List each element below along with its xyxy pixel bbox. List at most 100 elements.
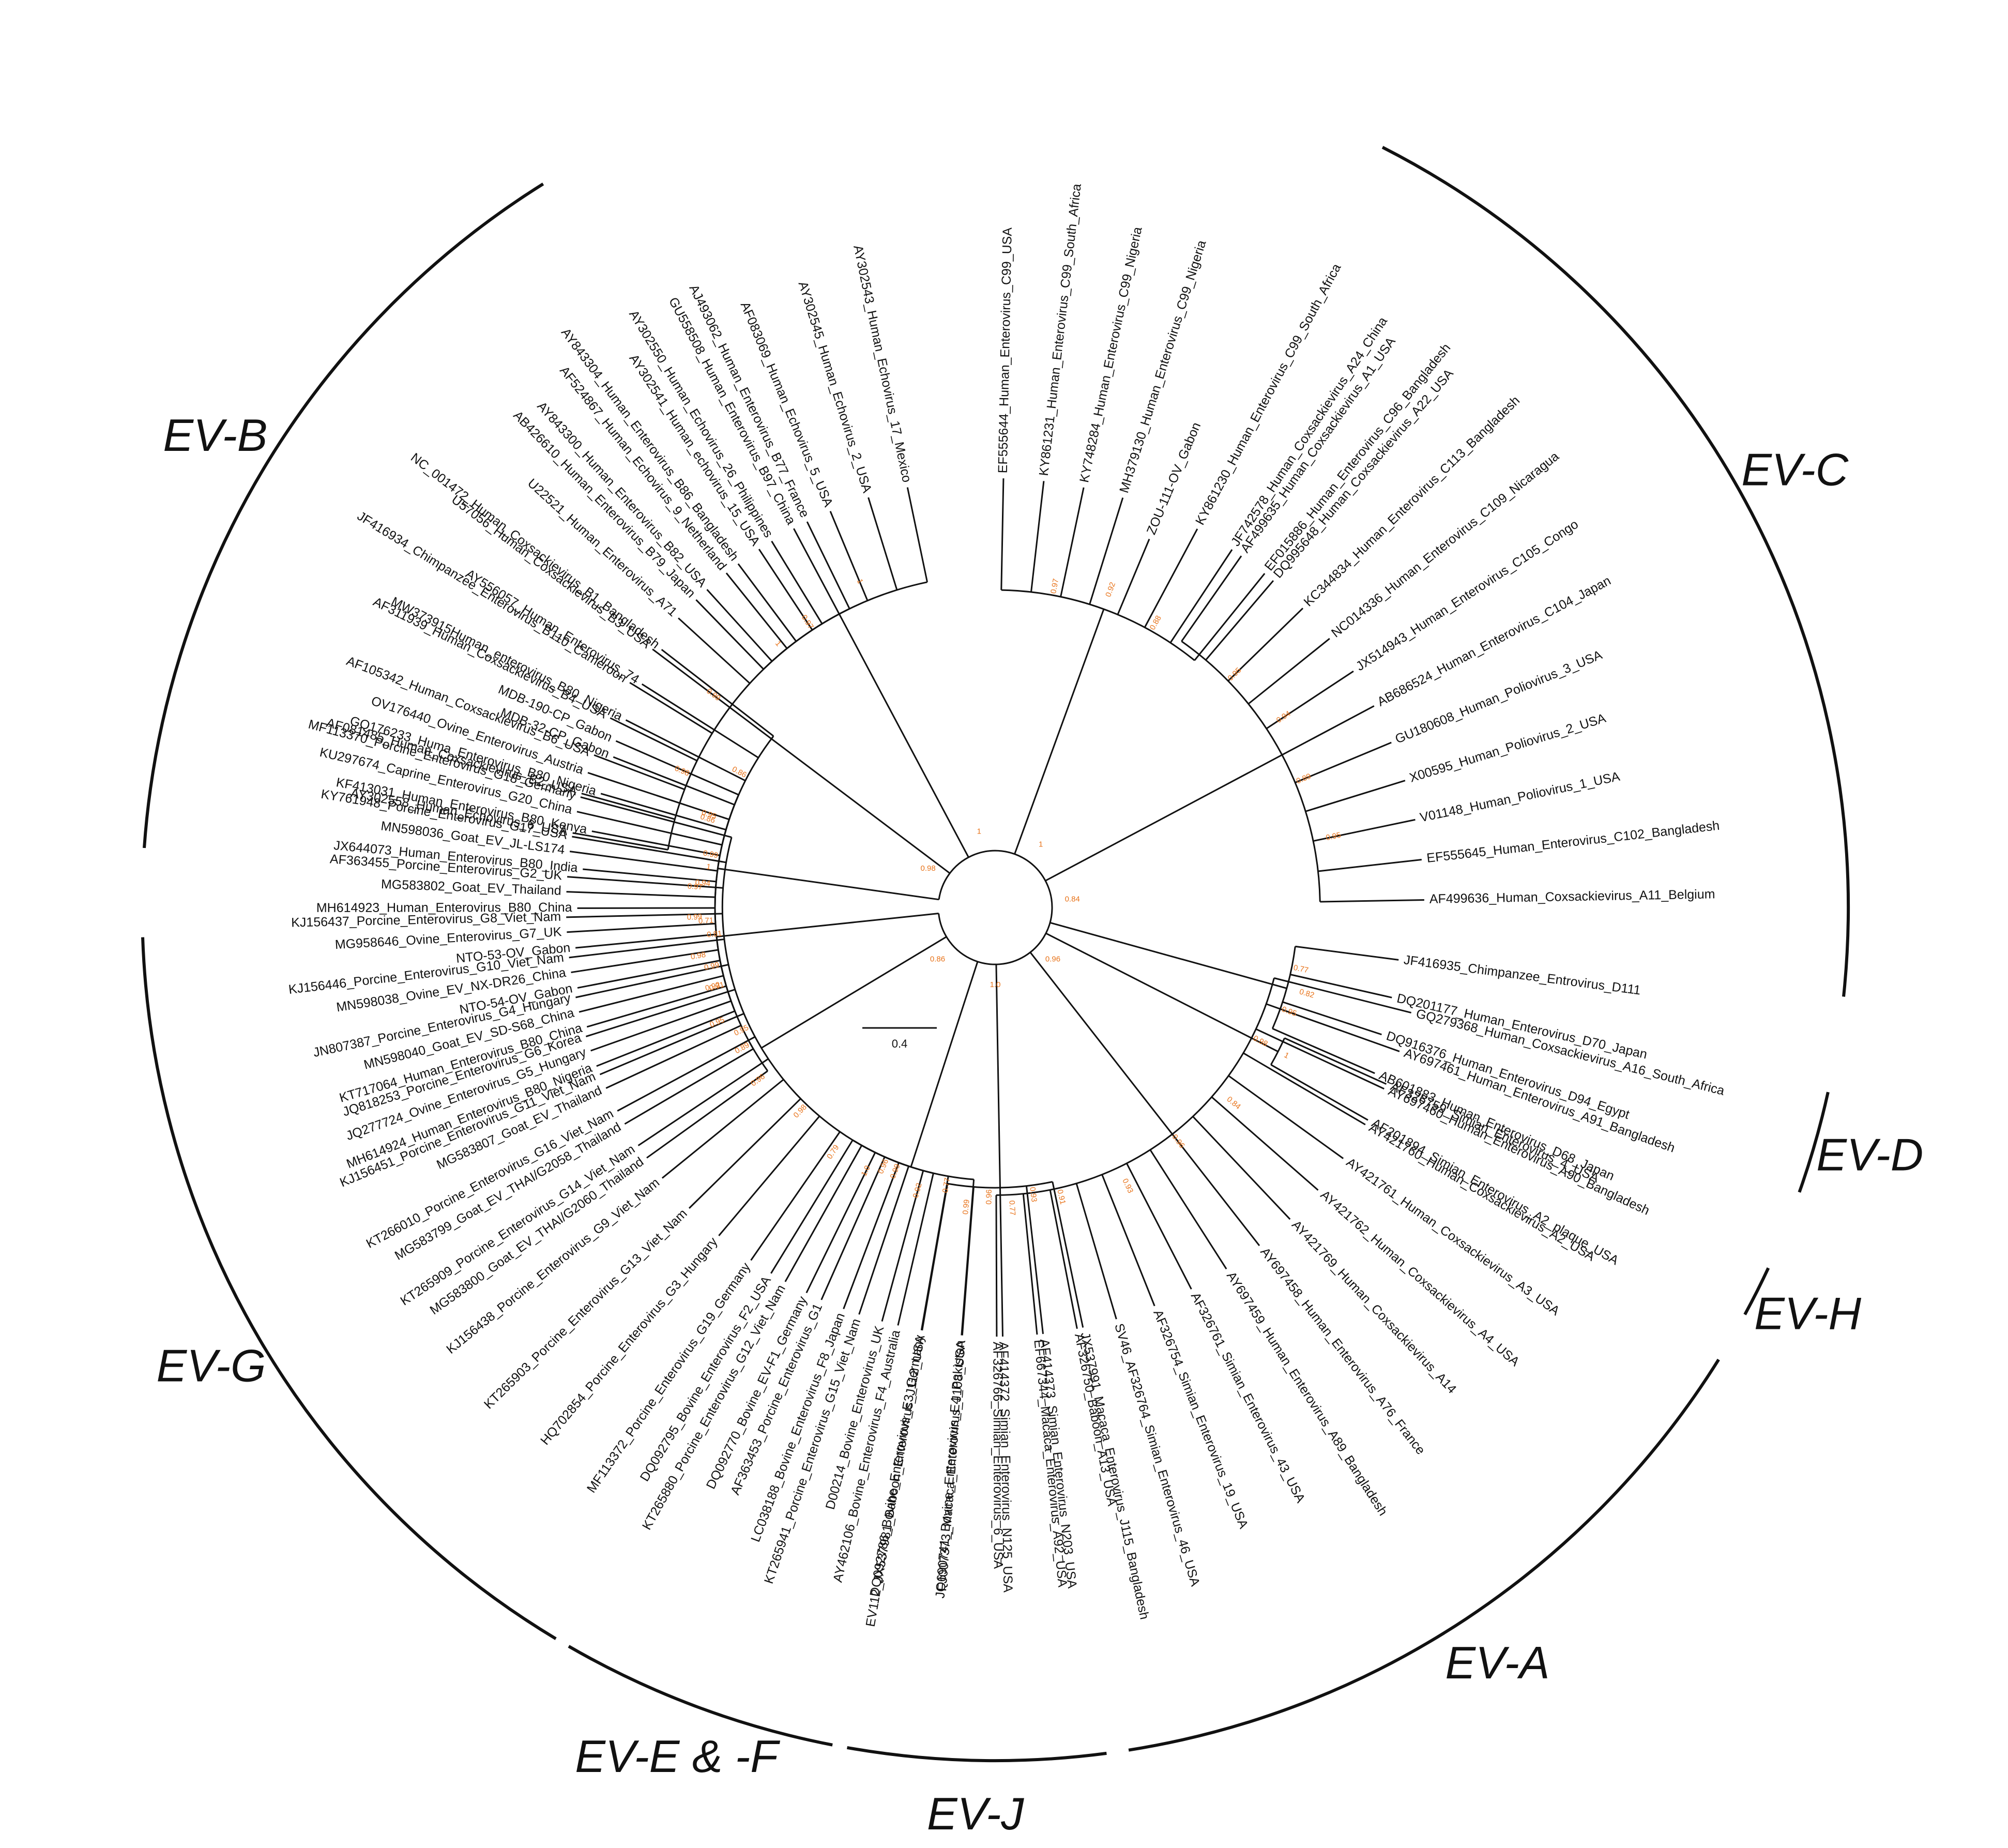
tip-branch [624, 1048, 754, 1125]
tip-branch [572, 832, 668, 851]
tip-branch [610, 717, 697, 762]
tip-branch [1000, 478, 1005, 590]
tip-branch [1266, 1003, 1400, 1052]
tip-branch [586, 985, 727, 1028]
support-value: 0.77 [1292, 963, 1309, 975]
support-value: 0.92 [911, 1182, 924, 1199]
tip-branch [920, 1176, 949, 1330]
support-value: 1 [773, 639, 783, 648]
tip-branch [725, 572, 788, 649]
support-value: 0.96 [876, 1158, 890, 1175]
tip-branch [594, 754, 685, 791]
tip-branch [1274, 977, 1412, 1014]
group-stem [760, 936, 947, 1049]
clade-bracket-evd [1798, 1092, 1830, 1193]
support-value: 0.92 [1104, 581, 1117, 598]
tip-branch [641, 683, 759, 759]
tip-branch [784, 1145, 863, 1282]
support-value: 0.89 [1295, 772, 1312, 786]
tip-branch [583, 868, 717, 883]
tip-branch [1270, 1064, 1368, 1121]
group-node-arc [1271, 946, 1296, 1029]
support-value: 0.98 [690, 950, 707, 961]
clade-bracket-evj [846, 1746, 1107, 1762]
tip-branch [646, 1070, 768, 1159]
tip-branch [625, 719, 746, 782]
tip-branch [897, 1173, 934, 1326]
support-value: 1.0 [860, 1164, 872, 1177]
clade-label-evh: EV-H [1754, 1287, 1861, 1339]
tip-branch [1255, 1028, 1385, 1090]
tip-branch [1211, 1096, 1319, 1191]
group-node-arc [1181, 640, 1321, 902]
support-value: 0.77 [941, 1177, 952, 1194]
tip-branch [1181, 555, 1242, 642]
tip-branch [1284, 1037, 1387, 1085]
tip-branch [1313, 819, 1416, 842]
tip-branch [652, 648, 731, 708]
tip-branch [661, 649, 774, 737]
clade-bracket-evc [1381, 146, 1850, 997]
tip-branch [566, 891, 716, 898]
support-value: 0.91 [1055, 1189, 1067, 1205]
group-node-arc [763, 581, 927, 670]
tip-branch [613, 756, 735, 806]
tip-branch [572, 836, 726, 864]
tip-branch [585, 989, 736, 1038]
tip-label: AF499636_Human_Coxsackievirus_A11_Belgiu… [1429, 887, 1715, 906]
tip-branch [1089, 497, 1124, 605]
support-value: 0.96 [984, 1189, 994, 1205]
scale-bar: 0.4 [862, 1027, 937, 1050]
tip-label: V01148_Human_Poliovirus_1_USA [1419, 769, 1621, 825]
support-value: 0.94 [695, 878, 710, 888]
tip-branch [995, 1195, 998, 1337]
support-value: 0.99 [704, 961, 720, 973]
group-stem [1045, 754, 1283, 882]
tip-branch [1022, 1193, 1038, 1335]
tip-branch [695, 599, 764, 670]
tip-branch [1295, 945, 1399, 961]
tip-branch [599, 1012, 744, 1076]
group-stem [716, 913, 939, 938]
group-stem [838, 613, 969, 858]
tip-branch [567, 922, 716, 933]
support-value: 0.96 [1045, 955, 1060, 963]
tip-branch [1060, 487, 1085, 597]
tip-branch [1248, 638, 1330, 705]
tip-branch [591, 830, 720, 856]
support-value: 0.82 [1298, 987, 1315, 999]
tip-branch [858, 1165, 910, 1315]
tip-label: KY861231_Human_Enterovirus_C99_South_Afr… [1037, 183, 1084, 477]
tip-branch [961, 1179, 975, 1336]
group-stem [1045, 932, 1279, 1053]
tree-branches [566, 478, 1424, 1337]
clade-label-evg: EV-G [157, 1340, 266, 1391]
tip-branch [771, 540, 823, 625]
support-value: 0.93 [1120, 1177, 1135, 1195]
group-stem [910, 961, 979, 1168]
tip-branch [605, 1024, 742, 1089]
tip-label: AF311939_Human_Coxsackievirus_B4_USA [371, 595, 609, 722]
tip-branch [1117, 538, 1150, 615]
support-value: 0.84 [1065, 895, 1080, 903]
clade-brackets: EV-BEV-CEV-DEV-HEV-AEV-JEV-E & -FEV-G [141, 146, 1923, 1839]
clade-bracket-evb [143, 183, 544, 849]
group-stem [718, 868, 939, 901]
tip-branch [629, 681, 713, 734]
clade-bracket-evh [1743, 1267, 1770, 1315]
tip-branch [820, 1156, 886, 1300]
tip-branch [706, 589, 773, 662]
clade-label-evef: EV-E & -F [575, 1731, 780, 1782]
group-node-arc [721, 837, 934, 1174]
tip-branch [793, 528, 840, 615]
tip-branch [1318, 858, 1422, 872]
tip-branch [617, 1036, 756, 1112]
support-value: 0.97 [800, 613, 815, 631]
tip-branch [615, 740, 739, 796]
clade-label-evd: EV-D [1816, 1129, 1923, 1180]
tip-branch [999, 1187, 1003, 1337]
support-value: 0.86 [930, 955, 945, 963]
tip-label: MH614923_Human_Enterovirus_B80_China [316, 900, 572, 915]
tip-branch [1149, 1149, 1227, 1270]
tip-labels: MH614924_Human_Enterovirus_B80_NigeriaKT… [288, 183, 1726, 1628]
